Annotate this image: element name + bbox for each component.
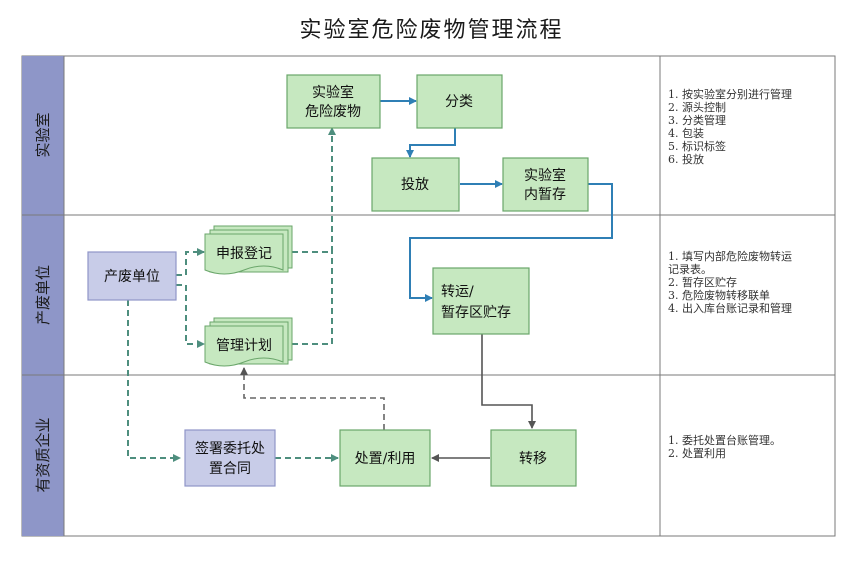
node-lab-waste-line1: 实验室 <box>312 84 354 101</box>
arrow-plan-to-waste <box>292 252 333 345</box>
node-transfer-storage-line2: 暂存区贮存 <box>441 305 511 321</box>
node-waste-unit <box>87 251 177 301</box>
arrow-unit-to-contract <box>127 300 181 462</box>
note-line: 3. 危险废物转移联单 <box>668 289 770 302</box>
page-title: 实验室危险废物管理流程 <box>299 18 564 43</box>
note-line: 2. 处置利用 <box>668 447 726 460</box>
arrow-report-to-waste <box>292 127 336 253</box>
node-temp-store-line1: 实验室 <box>524 167 566 184</box>
node-process <box>339 429 431 487</box>
node-temp-store-line2: 内暂存 <box>524 187 566 203</box>
note-line: 5. 标识标签 <box>668 140 726 153</box>
note-line: 4. 包装 <box>668 127 704 140</box>
node-plan <box>204 317 293 367</box>
arrow-tempstore-to-transfer-store <box>409 183 613 302</box>
node-waste-unit-label: 产废单位 <box>104 269 160 285</box>
notes-company: 1. 委托处置台账管理。 2. 处置利用 <box>668 434 838 460</box>
note-line: 1. 按实验室分别进行管理 <box>668 88 792 101</box>
note-line: 1. 委托处置台账管理。 <box>668 434 781 447</box>
lane-header-column <box>22 56 64 536</box>
node-transfer-label: 转移 <box>519 451 547 467</box>
node-lab-waste-line2: 危险废物 <box>305 104 361 120</box>
note-line: 记录表。 <box>668 263 712 276</box>
lane-label-company: 有资质企业 <box>34 417 52 492</box>
arrow-unit-to-plan <box>176 284 205 348</box>
notes-lab: 1. 按实验室分别进行管理 2. 源头控制 3. 分类管理 4. 包装 5. 标… <box>668 88 838 166</box>
node-contract <box>184 429 276 487</box>
arrow-process-to-plan <box>240 367 385 430</box>
node-plan-label: 管理计划 <box>216 338 272 354</box>
arrow-unit-to-report <box>176 248 205 276</box>
node-dispose <box>371 157 460 212</box>
node-dispose-label: 投放 <box>401 177 429 193</box>
lane-label-lab: 实验室 <box>34 112 52 157</box>
notes-unit: 1. 填写内部危险废物转运 记录表。 2. 暂存区贮存 3. 危险废物转移联单 … <box>668 250 838 315</box>
node-transfer-storage-line1: 转运/ <box>441 284 474 300</box>
node-report-label: 申报登记 <box>216 246 272 262</box>
note-line: 4. 出入库台账记录和管理 <box>668 302 792 315</box>
lane-label-unit: 产废单位 <box>34 265 52 325</box>
node-temp-store <box>502 157 589 212</box>
note-line: 3. 分类管理 <box>668 114 726 127</box>
node-transfer-storage <box>432 267 530 335</box>
node-lab-waste <box>286 74 381 129</box>
note-line: 6. 投放 <box>668 153 704 166</box>
note-line: 2. 源头控制 <box>668 101 726 114</box>
node-report <box>204 225 293 275</box>
node-contract-line1: 签署委托处 <box>195 440 265 457</box>
node-process-label: 处置/利用 <box>355 451 416 467</box>
note-line: 2. 暂存区贮存 <box>668 276 737 289</box>
node-classify <box>416 74 503 129</box>
node-classify-label: 分类 <box>445 94 473 110</box>
note-line: 1. 填写内部危险废物转运 <box>668 250 792 263</box>
arrow-transfer-store-to-transfer <box>481 334 536 429</box>
arrow-classify-to-dispose <box>406 128 456 158</box>
node-contract-line2: 置合同 <box>209 461 251 477</box>
node-transfer <box>490 429 577 487</box>
